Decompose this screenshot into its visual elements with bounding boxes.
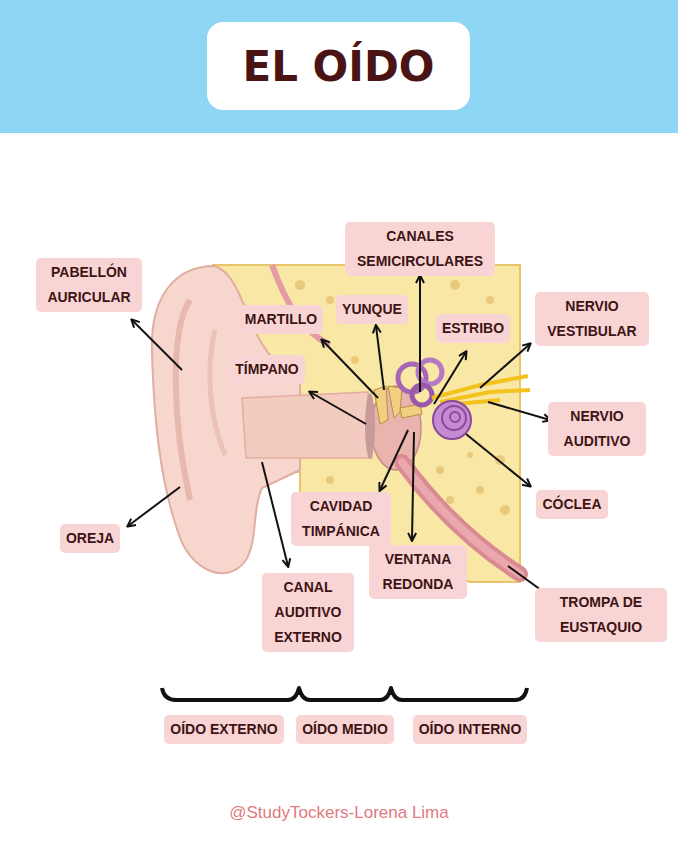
part-label: YUNQUE [336, 295, 408, 324]
part-label: OREJA [60, 524, 120, 553]
label-text: MARTILLO [245, 307, 317, 332]
label-text: CANAL AUDITIVO EXTERNO [268, 575, 348, 650]
part-label: ESTRIBO [436, 314, 510, 343]
part-label: TROMPA DE EUSTAQUIO [535, 588, 667, 642]
part-label: CANALES SEMICIRCULARES [345, 222, 495, 276]
label-text: NERVIO VESTIBULAR [541, 294, 643, 344]
label-text: CANALES SEMICIRCULARES [351, 224, 489, 274]
label-text: TÍMPANO [235, 357, 299, 382]
label-text: OREJA [66, 526, 114, 551]
part-label: PABELLÓN AURICULAR [36, 258, 142, 312]
watermark: @StudyTockers-Lorena Lima [0, 803, 678, 823]
label-text: CAVIDAD TIMPÁNICA [297, 494, 385, 544]
part-label: TÍMPANO [229, 355, 305, 384]
title-box: EL OÍDO [207, 22, 470, 110]
part-label: CAVIDAD TIMPÁNICA [291, 492, 391, 546]
label-text: OÍDO EXTERNO [170, 717, 277, 742]
title-text: EL OÍDO [243, 42, 435, 91]
label-text: NERVIO AUDITIVO [554, 404, 640, 454]
label-text: CÓCLEA [542, 492, 601, 517]
section-label: OÍDO MEDIO [296, 715, 394, 744]
label-text: PABELLÓN AURICULAR [42, 260, 136, 310]
part-label: CANAL AUDITIVO EXTERNO [262, 573, 354, 652]
label-text: YUNQUE [342, 297, 402, 322]
section-label: OÍDO EXTERNO [164, 715, 283, 744]
part-label: NERVIO AUDITIVO [548, 402, 646, 456]
label-text: ESTRIBO [442, 316, 504, 341]
label-text: OÍDO INTERNO [419, 717, 522, 742]
label-text: TROMPA DE EUSTAQUIO [541, 590, 661, 640]
part-label: NERVIO VESTIBULAR [535, 292, 649, 346]
section-label: OÍDO INTERNO [413, 715, 528, 744]
label-text: OÍDO MEDIO [302, 717, 388, 742]
part-label: VENTANA REDONDA [369, 545, 467, 599]
part-label: CÓCLEA [536, 490, 607, 519]
label-text: VENTANA REDONDA [375, 547, 461, 597]
part-label: MARTILLO [239, 305, 323, 334]
